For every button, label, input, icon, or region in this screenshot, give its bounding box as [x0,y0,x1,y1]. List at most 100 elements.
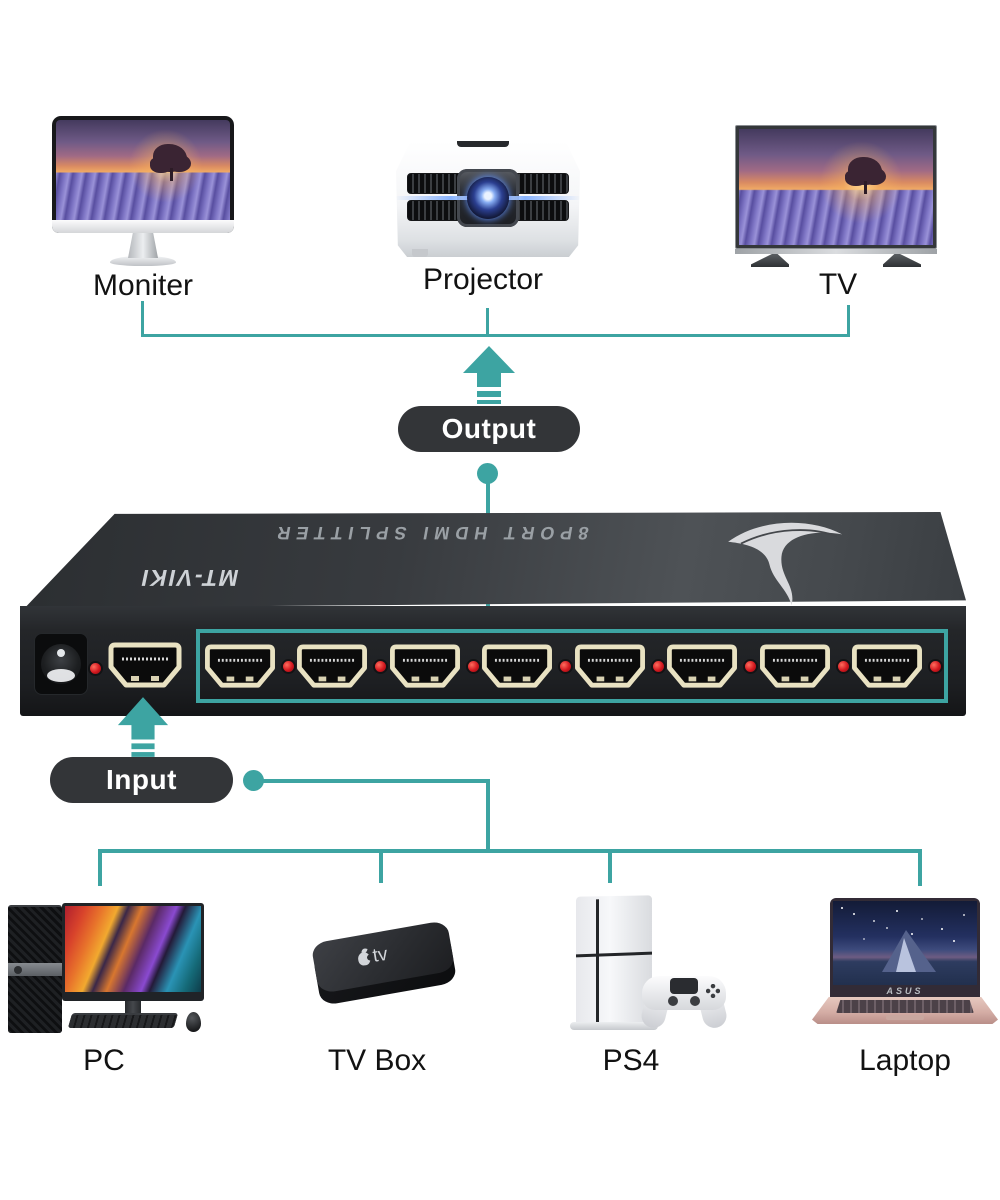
keyboard-graphic [67,1013,179,1028]
connector-line [486,308,489,337]
pc-monitor-frame [62,903,204,1001]
hdmi-port-icon [389,644,460,688]
pc-tower [8,905,62,1033]
tv-label: TV [818,268,858,301]
output-badge: Output [398,406,580,452]
connector-line [379,849,383,883]
tree-graphic [847,156,882,194]
output-port-group [850,643,941,689]
connector-line [141,301,144,337]
tv-feet [735,254,937,267]
led-indicator [837,660,849,672]
connector-line [608,849,612,883]
monitor-base [110,256,176,266]
projector-body [396,141,580,257]
controller-stick [690,996,700,1006]
mountain-snow-graphic [896,937,917,972]
tv-box-label: TV Box [327,1044,427,1077]
power-jack [34,633,88,695]
ps4-controller [639,976,729,1031]
pc-label: PC [83,1044,125,1077]
hdmi-port-icon [759,644,830,688]
connector-line [98,849,922,853]
output-port-group [758,643,849,689]
swoosh-logo [728,522,843,606]
tv-wallpaper [739,129,933,245]
led-indicator [652,660,664,672]
laptop-label: Laptop [859,1044,951,1077]
output-port-group [480,643,572,689]
connector-dot [477,463,498,484]
output-port-group [573,643,664,689]
laptop-screen: ASUS [830,898,980,998]
projector-lens-housing [396,169,580,227]
laptop-wallpaper [833,901,977,985]
projector-lens [467,177,509,219]
monitor-wallpaper [56,120,230,220]
led-indicator [745,660,757,672]
output-port-group [665,643,757,689]
laptop-illustration: ASUS [812,898,998,1024]
controller-stick [668,996,678,1006]
connector-line [253,779,490,783]
pc-monitor [62,903,204,1027]
led-indicator [929,660,941,672]
led-indicator [560,660,572,672]
output-badge-label: Output [441,413,537,444]
connector-line [486,779,490,853]
projector-foot [412,249,428,257]
up-arrow-icon [463,346,515,404]
monitor-frame [52,116,234,233]
connector-line [918,849,922,886]
laptop-base [812,997,998,1024]
monitor-label: Moniter [92,269,194,302]
monitor-chin [52,220,234,233]
ps4-stand [570,1022,658,1030]
up-arrow-icon [117,697,169,757]
projector-illustration [396,141,580,263]
apple-icon [357,951,372,966]
hdmi-port-icon [851,644,922,688]
projector-label: Projector [422,263,544,296]
stars-graphic [841,907,843,909]
hdmi-port-icon [667,644,738,688]
projector-vent-right [513,173,569,221]
ps4-label: PS4 [602,1044,660,1077]
monitor-illustration [52,116,234,266]
output-port-group [388,643,479,689]
input-badge-label: Input [106,764,177,795]
tv-frame [735,125,937,249]
tv-box-illustration: tv [302,912,464,1018]
tv-soundbar-strip [735,249,937,254]
mouse-graphic [186,1012,201,1032]
laptop-brand-logo: ASUS [886,986,924,996]
output-port-group [203,643,294,689]
laptop-keyboard [836,1000,974,1013]
pc-wallpaper [65,906,201,992]
led-indicator [283,660,294,672]
laptop-touchpad [886,1015,924,1020]
output-port-group [295,643,387,689]
apple-tv-logo: tv [356,944,389,970]
output-ports-row [200,633,944,699]
hdmi-port-icon [482,644,553,688]
controller-touchpad [670,978,698,994]
ps4-console [576,895,652,1027]
hdmi-port-icon [205,644,275,688]
hdmi-port-icon [574,644,645,688]
controller-buttons [706,984,720,998]
projector-vent-left [407,173,463,221]
output-ports-outline [196,629,948,703]
tv-box-logo-text: tv [371,943,390,967]
led-indicator [467,660,479,672]
input-hdmi-port [108,642,182,688]
connector-line [98,849,102,886]
hdmi-port-icon [297,644,368,688]
connector-line [847,305,850,337]
tv-illustration [735,125,937,267]
led-indicator [90,663,101,674]
monitor-stand [128,233,158,258]
splitter-brand: MT-VIKI [136,565,241,591]
pc-tower-band [8,963,62,976]
